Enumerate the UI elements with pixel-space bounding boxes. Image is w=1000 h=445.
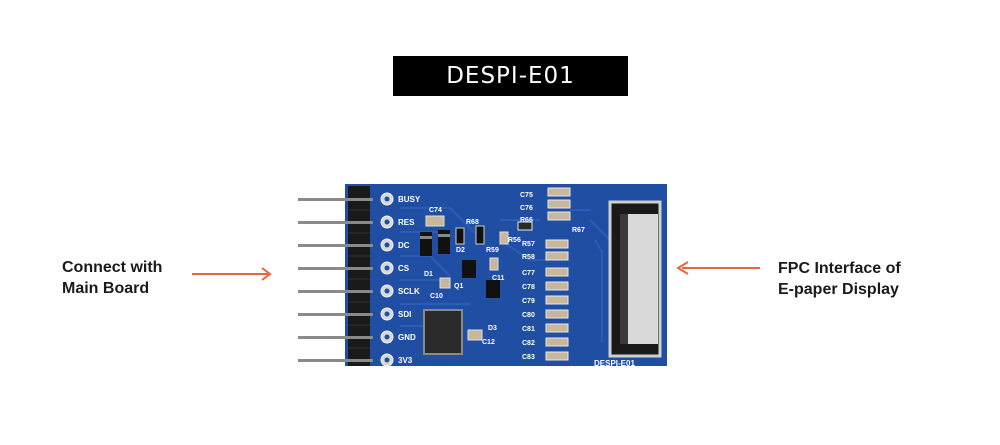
label-r58: R58 [522, 254, 535, 261]
title-banner: DESPI-E01 [393, 56, 628, 96]
smd-components [420, 215, 509, 355]
pin-label-busy: BUSY [398, 195, 421, 204]
left-arrow-icon [676, 261, 760, 275]
label-c12: C12 [482, 339, 495, 346]
pin-label-res: RES [398, 218, 415, 227]
fpc-callout-line1: FPC Interface of [778, 260, 901, 277]
pin-label-gnd: GND [398, 333, 416, 342]
label-c75: C75 [520, 192, 533, 199]
label-c10: C10 [430, 293, 443, 300]
label-r56: R56 [508, 237, 521, 244]
label-c83: C83 [522, 354, 535, 361]
label-c80: C80 [522, 312, 535, 319]
label-c11: C11 [492, 275, 505, 282]
label-r66: R66 [520, 217, 533, 224]
fpc-connector [608, 200, 662, 358]
passive-column [517, 187, 571, 361]
label-r59: R59 [486, 247, 499, 254]
label-d2: D2 [456, 247, 465, 254]
pcb-board-image: BUSY RES DC CS SCLK SDI GND 3V3 C74 D1 [298, 184, 667, 368]
fpc-callout: FPC Interface of E-paper Display [778, 258, 901, 300]
label-d1: D1 [424, 271, 433, 278]
label-r67: R67 [572, 227, 585, 234]
board-model-label: DESPI-E01 [594, 359, 635, 368]
label-c77: C77 [522, 270, 535, 277]
pin-label-dc: DC [398, 241, 410, 250]
pin-label-sclk: SCLK [398, 287, 420, 296]
title-text: DESPI-E01 [446, 63, 575, 89]
label-r68: R68 [466, 219, 479, 226]
label-r57: R57 [522, 241, 535, 248]
label-c78: C78 [522, 284, 535, 291]
label-c79: C79 [522, 298, 535, 305]
fpc-callout-line2: E-paper Display [778, 281, 899, 298]
label-d3: D3 [488, 325, 497, 332]
main-board-callout: Connect with Main Board [62, 257, 162, 299]
pin-label-sdi: SDI [398, 310, 411, 319]
pin-label-3v3: 3V3 [398, 356, 413, 365]
label-c76: C76 [520, 205, 533, 212]
pin-label-cs: CS [398, 264, 410, 273]
header-pins [298, 186, 373, 366]
main-board-callout-line1: Connect with [62, 259, 163, 276]
right-arrow-icon [192, 267, 272, 281]
label-c81: C81 [522, 326, 535, 333]
main-board-callout-line2: Main Board [62, 280, 150, 297]
label-q1: Q1 [454, 283, 463, 290]
label-c74: C74 [429, 207, 442, 214]
label-c82: C82 [522, 340, 535, 347]
